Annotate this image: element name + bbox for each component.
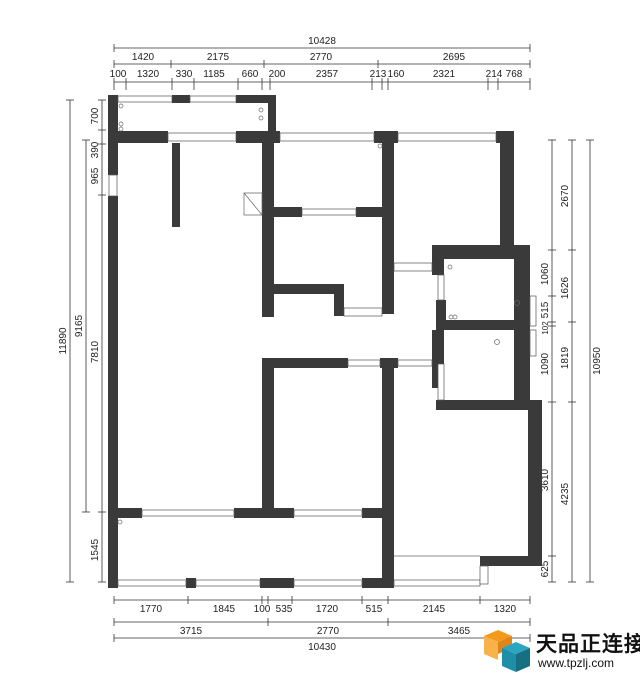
dimension-labels: 10428 1420 2175 2770 2695 100 1320 330 1… xyxy=(58,36,603,653)
dim-top-r2: 2357 xyxy=(316,69,339,80)
dim-left-inner: 1545 xyxy=(90,538,101,561)
dim-top-r2: 330 xyxy=(176,69,193,80)
dim-right-inner: 625 xyxy=(540,560,551,577)
brand-logo: 天品正连接 www.tpzlj.com xyxy=(480,626,640,674)
dim-top-r2: 214 xyxy=(486,69,503,80)
dim-top-r2: 1320 xyxy=(137,69,160,80)
dim-left-inner: 700 xyxy=(90,107,101,124)
dim-bottom-r1: 1845 xyxy=(213,604,236,615)
dim-left-outer: 11890 xyxy=(58,327,69,355)
dim-bottom-r1: 100 xyxy=(254,604,271,615)
brand-name: 天品正连接 xyxy=(536,632,640,656)
dim-bottom-r2: 3465 xyxy=(448,626,471,637)
dim-top-r1: 2770 xyxy=(310,52,333,63)
dim-bottom-r1: 515 xyxy=(366,604,383,615)
dim-top-r2: 213 xyxy=(370,69,387,80)
dim-right-inner: 515 xyxy=(540,301,551,318)
brand-url: www.tpzlj.com xyxy=(538,656,615,670)
dim-bottom-total: 10430 xyxy=(308,642,336,653)
dim-top-r2: 100 xyxy=(110,69,127,80)
dim-top-r1: 2695 xyxy=(443,52,466,63)
dim-right-inner: 102 xyxy=(541,321,550,335)
dim-right-mid: 1819 xyxy=(560,346,571,369)
dim-left-mid: 9165 xyxy=(74,314,85,337)
dim-right-mid: 4235 xyxy=(560,482,571,505)
fixtures xyxy=(117,103,520,557)
dimension-lines xyxy=(66,44,594,642)
windows xyxy=(108,95,537,587)
dim-left-inner: 7810 xyxy=(90,340,101,363)
dim-left-inner: 965 xyxy=(90,167,101,184)
dim-right-inner: 1060 xyxy=(540,262,551,285)
dim-top-total: 10428 xyxy=(308,36,336,47)
dim-right-mid: 2670 xyxy=(560,184,571,207)
dim-top-r2: 1185 xyxy=(203,69,225,80)
dim-top-r1: 2175 xyxy=(207,52,230,63)
dim-top-r2: 160 xyxy=(388,69,405,80)
dim-top-r2: 200 xyxy=(269,69,286,80)
dim-bottom-r1: 1320 xyxy=(494,604,517,615)
dim-bottom-r1: 1720 xyxy=(316,604,339,615)
dim-bottom-r2: 2770 xyxy=(317,626,340,637)
dim-top-r1: 1420 xyxy=(132,52,155,63)
dim-top-r2: 2321 xyxy=(433,69,456,80)
dim-left-inner: 390 xyxy=(90,141,101,158)
dim-right-inner: 1090 xyxy=(540,352,551,375)
brand-cube-icon xyxy=(484,630,530,672)
dim-right-mid: 1626 xyxy=(560,276,571,299)
dim-bottom-r2: 3715 xyxy=(180,626,203,637)
dim-bottom-r1: 1770 xyxy=(140,604,163,615)
dim-bottom-r1: 535 xyxy=(276,604,293,615)
walls xyxy=(108,95,542,588)
dim-top-r2: 660 xyxy=(242,69,259,80)
dim-right-outer: 10950 xyxy=(592,347,603,375)
dim-bottom-r1: 2145 xyxy=(423,604,446,615)
dim-right-inner: 3610 xyxy=(540,468,551,491)
dim-top-r2: 768 xyxy=(506,69,523,80)
